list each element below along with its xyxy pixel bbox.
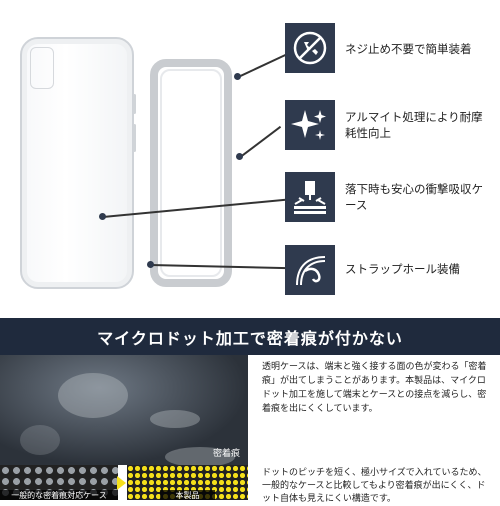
connector-dot xyxy=(147,261,154,268)
adhesion-mark xyxy=(165,447,235,465)
sparkle-icon xyxy=(285,100,335,150)
general-case-dot-pattern: 一般的な密着痕対応ケース xyxy=(0,465,118,500)
connector-dot xyxy=(234,73,241,80)
connector-dot xyxy=(99,213,106,220)
strap-hole-icon xyxy=(285,245,335,295)
clear-case-image xyxy=(20,37,136,289)
adhesion-mark xyxy=(58,373,128,418)
camera-cutout xyxy=(30,47,54,89)
side-button xyxy=(133,124,136,152)
adhesion-mark-photo: 密着痕 xyxy=(0,355,248,465)
adhesion-mark xyxy=(150,410,200,428)
no-screw-icon xyxy=(285,23,335,73)
aluminum-bumper-image xyxy=(150,59,232,287)
comparison-arrow-icon xyxy=(117,476,126,490)
general-case-label: 一般的な密着痕対応ケース xyxy=(0,490,118,500)
description-text: 透明ケースは、端末と強く接する面の色が変わる「密着痕」が出てしまうことがあります… xyxy=(262,362,487,414)
connector-line xyxy=(240,125,282,158)
product-dot-pattern: 本製品 xyxy=(127,465,248,500)
feature-3-text: 落下時も安心の衝撃吸収ケース xyxy=(345,182,483,212)
micro-dot-banner: マイクロドット加工で密着痕が付かない xyxy=(0,318,500,355)
bumper-inner-edge xyxy=(160,69,222,277)
connector-line xyxy=(238,51,292,78)
adhesion-mark xyxy=(20,425,60,455)
photo-label: 密着痕 xyxy=(212,449,240,459)
product-label: 本製品 xyxy=(160,490,215,500)
feature-4-text: ストラップホール装備 xyxy=(345,262,460,276)
impact-icon xyxy=(285,172,335,222)
feature-1-text: ネジ止め不要で簡単装着 xyxy=(345,42,472,56)
dot-pitch-description: ドットのピッチを短く、極小サイズで入れているため、一般的なケースと比較してもより… xyxy=(262,468,487,504)
side-button xyxy=(133,94,136,114)
connector-dot xyxy=(236,153,243,160)
feature-2-text: アルマイト処理により耐摩耗性向上 xyxy=(345,110,483,140)
banner-title: マイクロドット加工で密着痕が付かない xyxy=(97,328,403,348)
